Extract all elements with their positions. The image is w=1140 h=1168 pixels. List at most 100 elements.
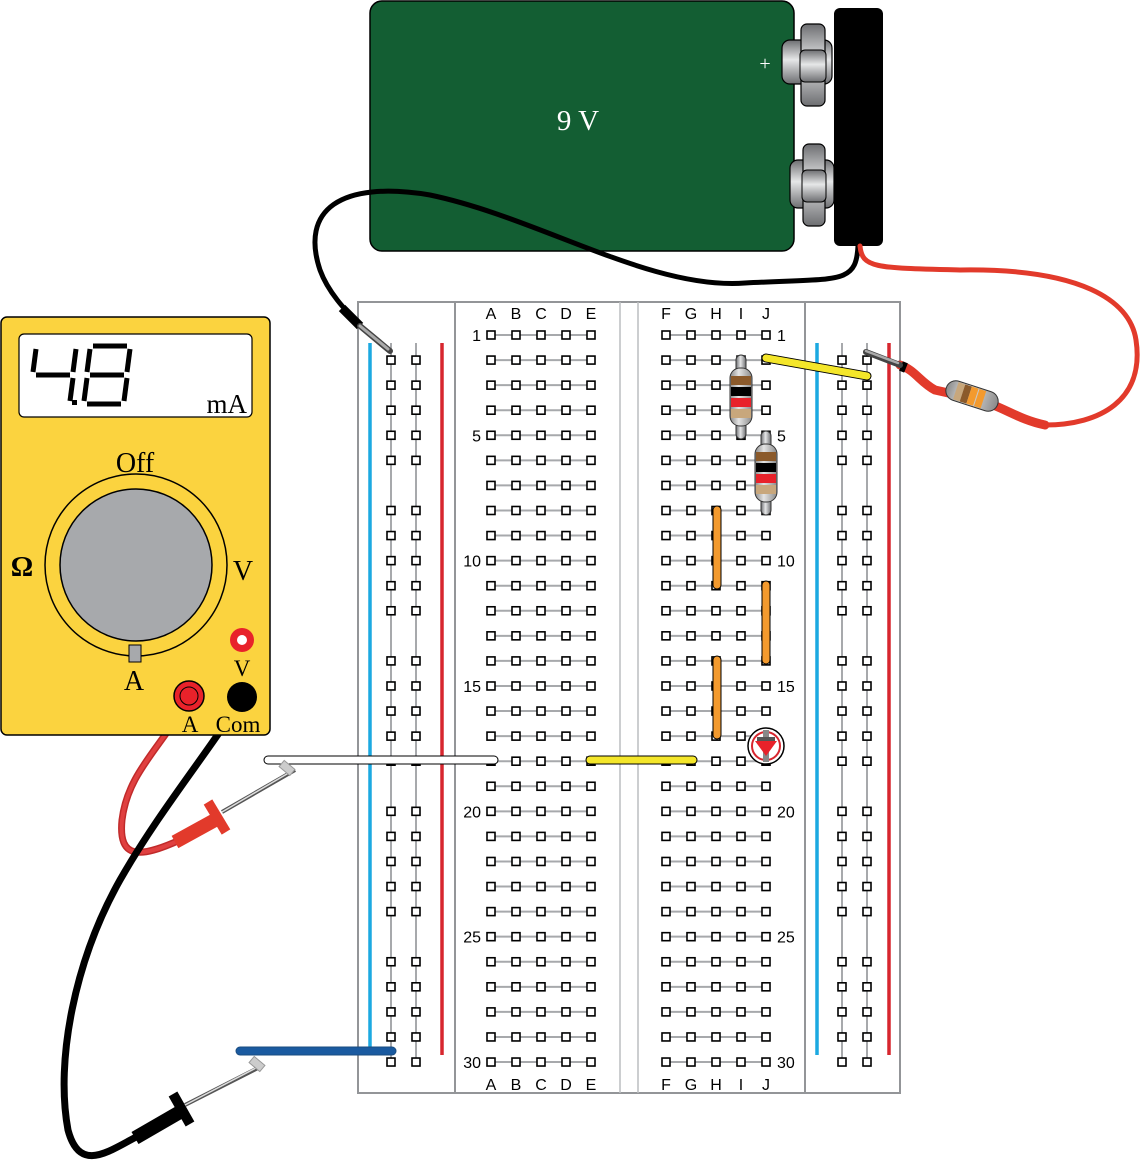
hole-I23[interactable] <box>736 881 746 892</box>
hole-E20[interactable] <box>586 806 596 817</box>
hole-J22[interactable] <box>761 856 771 867</box>
rail-hole[interactable] <box>411 656 421 666</box>
hole-H5[interactable] <box>711 430 721 441</box>
rail-hole[interactable] <box>862 455 872 466</box>
rail-hole[interactable] <box>386 656 396 666</box>
hole-D14[interactable] <box>561 656 571 666</box>
rail-hole[interactable] <box>837 806 847 817</box>
battery-positive-wire[interactable] <box>857 243 1140 428</box>
hole-C30[interactable] <box>536 1057 546 1067</box>
hole-C11[interactable] <box>536 580 546 591</box>
hole-E5[interactable] <box>586 430 596 441</box>
hole-A20[interactable] <box>486 806 496 817</box>
hole-G20[interactable] <box>686 806 696 817</box>
hole-F17[interactable] <box>661 731 671 741</box>
rail-hole[interactable] <box>411 806 421 817</box>
hole-F23[interactable] <box>661 881 671 892</box>
hole-A3[interactable] <box>486 380 496 390</box>
rail-hole[interactable] <box>386 1057 396 1067</box>
hole-D17[interactable] <box>561 731 571 741</box>
rail-hole[interactable] <box>862 555 872 566</box>
hole-J29[interactable] <box>761 1032 771 1042</box>
hole-C3[interactable] <box>536 380 546 390</box>
hole-J21[interactable] <box>761 831 771 842</box>
hole-J15[interactable] <box>761 681 771 691</box>
hole-B9[interactable] <box>511 530 521 541</box>
rail-hole[interactable] <box>862 605 872 616</box>
rail-hole[interactable] <box>862 681 872 691</box>
hole-I28[interactable] <box>736 1007 746 1017</box>
rail-hole[interactable] <box>837 580 847 591</box>
hole-E17[interactable] <box>586 731 596 741</box>
hole-C29[interactable] <box>536 1032 546 1042</box>
hole-A15[interactable] <box>486 681 496 691</box>
hole-G6[interactable] <box>686 455 696 466</box>
hole-B16[interactable] <box>511 706 521 716</box>
hole-G29[interactable] <box>686 1032 696 1042</box>
hole-H12[interactable] <box>711 605 721 616</box>
hole-C25[interactable] <box>536 931 546 942</box>
hole-G2[interactable] <box>686 355 696 365</box>
rail-hole[interactable] <box>411 1007 421 1017</box>
hole-F1[interactable] <box>661 330 671 340</box>
hole-A12[interactable] <box>486 605 496 616</box>
hole-H25[interactable] <box>711 931 721 942</box>
black-probe-lead[interactable] <box>60 693 247 1159</box>
hole-G4[interactable] <box>686 405 696 416</box>
rail-hole[interactable] <box>411 555 421 566</box>
hole-I15[interactable] <box>736 681 746 691</box>
rail-hole[interactable] <box>386 956 396 967</box>
hole-F13[interactable] <box>661 631 671 641</box>
com-jack[interactable] <box>227 682 257 712</box>
hole-D15[interactable] <box>561 681 571 691</box>
hole-C14[interactable] <box>536 656 546 666</box>
hole-C5[interactable] <box>536 430 546 441</box>
hole-G11[interactable] <box>686 580 696 591</box>
hole-I6[interactable] <box>736 455 746 466</box>
black-probe[interactable] <box>131 1055 266 1145</box>
hole-D10[interactable] <box>561 555 571 566</box>
rail-hole[interactable] <box>837 380 847 390</box>
hole-G22[interactable] <box>686 856 696 867</box>
hole-E3[interactable] <box>586 380 596 390</box>
rail-hole[interactable] <box>386 856 396 867</box>
hole-D16[interactable] <box>561 706 571 716</box>
hole-G14[interactable] <box>686 656 696 666</box>
rail-hole[interactable] <box>862 956 872 967</box>
hole-B6[interactable] <box>511 455 521 466</box>
hole-J24[interactable] <box>761 906 771 917</box>
hole-A23[interactable] <box>486 881 496 892</box>
hole-I16[interactable] <box>736 706 746 716</box>
hole-G9[interactable] <box>686 530 696 541</box>
rail-hole[interactable] <box>386 455 396 466</box>
rail-hole[interactable] <box>837 856 847 867</box>
rail-hole[interactable] <box>837 555 847 566</box>
hole-A7[interactable] <box>486 480 496 491</box>
hole-G23[interactable] <box>686 881 696 892</box>
rail-hole[interactable] <box>386 405 396 416</box>
hole-D19[interactable] <box>561 781 571 792</box>
hole-D12[interactable] <box>561 605 571 616</box>
rail-hole[interactable] <box>411 530 421 541</box>
hole-G7[interactable] <box>686 480 696 491</box>
hole-D29[interactable] <box>561 1032 571 1042</box>
hole-B8[interactable] <box>511 505 521 516</box>
hole-D5[interactable] <box>561 430 571 441</box>
hole-B15[interactable] <box>511 681 521 691</box>
hole-E4[interactable] <box>586 405 596 416</box>
rail-hole[interactable] <box>386 706 396 716</box>
rail-hole[interactable] <box>411 856 421 867</box>
hole-I21[interactable] <box>736 831 746 842</box>
rail-hole[interactable] <box>837 1032 847 1042</box>
hole-F7[interactable] <box>661 480 671 491</box>
hole-B29[interactable] <box>511 1032 521 1042</box>
rail-hole[interactable] <box>386 1032 396 1042</box>
rail-hole[interactable] <box>386 430 396 441</box>
hole-G8[interactable] <box>686 505 696 516</box>
rail-hole[interactable] <box>837 1007 847 1017</box>
rail-hole[interactable] <box>837 831 847 842</box>
hole-E10[interactable] <box>586 555 596 566</box>
hole-I22[interactable] <box>736 856 746 867</box>
rail-hole[interactable] <box>862 806 872 817</box>
hole-B7[interactable] <box>511 480 521 491</box>
